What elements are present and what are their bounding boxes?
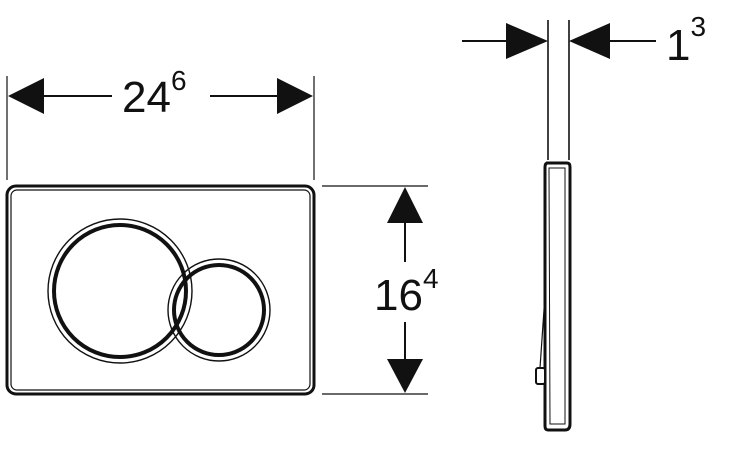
side-view bbox=[535, 20, 572, 432]
height-arrow-top bbox=[387, 187, 423, 223]
mounting-rail bbox=[539, 294, 546, 369]
width-dimension: 246 bbox=[6, 65, 315, 180]
width-value: 24 bbox=[122, 73, 171, 122]
thickness-value: 1 bbox=[666, 21, 690, 70]
small-flush-button-ring bbox=[167, 258, 271, 362]
width-arrow-left bbox=[8, 78, 44, 114]
width-label: 246 bbox=[122, 65, 187, 122]
height-dimension: 164 bbox=[322, 185, 439, 395]
height-value-sup: 4 bbox=[423, 263, 439, 294]
large-flush-button-ring bbox=[47, 218, 193, 364]
width-arrow-right bbox=[277, 78, 313, 114]
mounting-tab bbox=[535, 367, 546, 385]
plate-side-profile-inner bbox=[548, 167, 566, 425]
thickness-arrow-right bbox=[569, 23, 610, 59]
height-value: 16 bbox=[374, 271, 423, 320]
height-arrow-bottom bbox=[387, 359, 423, 393]
large-flush-button bbox=[52, 223, 188, 359]
width-value-sup: 6 bbox=[171, 65, 187, 96]
plate-outline-inner bbox=[10, 189, 311, 391]
thickness-dimension: 13 bbox=[462, 11, 706, 70]
height-label: 164 bbox=[374, 263, 439, 320]
plate-outline bbox=[5, 184, 316, 396]
thickness-value-sup: 3 bbox=[690, 11, 706, 42]
thickness-label: 13 bbox=[666, 11, 706, 70]
small-flush-button bbox=[172, 263, 266, 357]
thickness-arrow-left bbox=[506, 23, 548, 59]
plate-side-profile bbox=[543, 161, 572, 432]
front-view bbox=[5, 184, 316, 396]
